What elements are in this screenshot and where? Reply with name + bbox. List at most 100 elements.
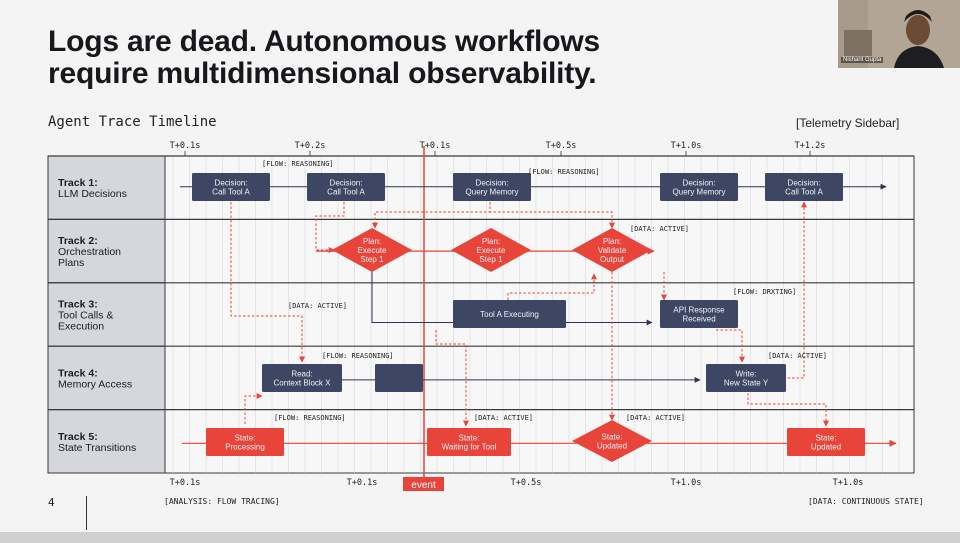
node-label: Call Tool A bbox=[212, 188, 250, 197]
dashed-connector bbox=[747, 393, 829, 427]
node-label: API Response bbox=[673, 306, 725, 315]
bottom-time-tick: T+1.0s bbox=[671, 478, 702, 488]
node-label: Received bbox=[682, 315, 715, 324]
track-label-cell bbox=[47, 345, 166, 411]
event-node bbox=[660, 173, 738, 201]
node-label: Output bbox=[600, 255, 625, 264]
track-description: Tool Calls & bbox=[58, 310, 113, 322]
footer-divider bbox=[86, 496, 87, 530]
track-title: Track 2: bbox=[58, 235, 98, 247]
track-label-cell bbox=[47, 218, 166, 284]
track-description: Plans bbox=[58, 257, 84, 269]
track-label-cell bbox=[47, 282, 166, 347]
bracket-tag: [FLOW: REASONING] bbox=[262, 160, 334, 168]
node-label: Decision: bbox=[788, 179, 821, 188]
dashed-connector bbox=[507, 273, 597, 300]
node-label: State: bbox=[235, 434, 256, 443]
top-time-tick: T+0.5s bbox=[546, 141, 577, 151]
state-node bbox=[427, 428, 511, 456]
track-title: Track 5: bbox=[58, 431, 98, 443]
bracket-tag: [DATA: ACTIVE] bbox=[288, 302, 347, 310]
node-label: Decision: bbox=[476, 179, 509, 188]
title-line-1: Logs are dead. Autonomous workflows bbox=[48, 25, 600, 58]
page-number: 4 bbox=[48, 496, 55, 509]
node-label: Execute bbox=[477, 246, 506, 255]
event-node bbox=[453, 173, 531, 201]
node-label: Query Memory bbox=[673, 188, 726, 197]
top-time-tick: T+1.0s bbox=[671, 141, 702, 151]
node-label: Step 1 bbox=[479, 255, 503, 264]
node-label: State: bbox=[602, 433, 623, 442]
event-node bbox=[262, 364, 342, 392]
track-title: Track 1: bbox=[58, 177, 98, 189]
node-label: Updated bbox=[811, 443, 841, 452]
node-label: Updated bbox=[597, 442, 627, 451]
event-node bbox=[660, 300, 738, 328]
event-node bbox=[375, 364, 423, 392]
node-label: Read: bbox=[291, 370, 312, 379]
event-node bbox=[307, 173, 385, 201]
event-marker-badge bbox=[403, 477, 444, 491]
state-node bbox=[206, 428, 284, 456]
title-line-2: require multidimensional observability. bbox=[48, 57, 597, 90]
node-label: Plan: bbox=[363, 237, 381, 246]
track-description: State Transitions bbox=[58, 442, 136, 454]
presenter-name: Nishant Gupta bbox=[841, 57, 884, 63]
state-node bbox=[787, 428, 865, 456]
track-description: Memory Access bbox=[58, 378, 132, 390]
node-label: Write: bbox=[736, 370, 757, 379]
node-label: Validate bbox=[598, 246, 627, 255]
node-label: Execute bbox=[358, 246, 387, 255]
top-time-tick: T+0.2s bbox=[295, 141, 326, 151]
node-label: Query Memory bbox=[466, 188, 519, 197]
node-label: Tool A Executing bbox=[480, 310, 539, 319]
dashed-connector bbox=[716, 329, 745, 363]
node-label: State: bbox=[459, 434, 480, 443]
dashed-connector bbox=[244, 393, 263, 424]
node-label: Decision: bbox=[330, 179, 363, 188]
footer-analysis-tag: [ANALYSIS: FLOW TRACING] bbox=[164, 497, 280, 506]
node-label: Decision: bbox=[215, 179, 248, 188]
track-description: Orchestration bbox=[58, 246, 121, 258]
top-time-tick: T+0.1s bbox=[170, 141, 201, 151]
event-node bbox=[192, 173, 270, 201]
dashed-connector bbox=[315, 202, 345, 253]
track-label-cell bbox=[47, 155, 166, 220]
dashed-connector bbox=[783, 201, 807, 379]
node-label: Plan: bbox=[603, 237, 621, 246]
track-description: Execution bbox=[58, 321, 104, 333]
bracket-tag: [DATA: ACTIVE] bbox=[768, 352, 827, 360]
bracket-tag: [FLOW: REASONING] bbox=[274, 414, 346, 422]
telemetry-sidebar-label: [Telemetry Sidebar] bbox=[796, 116, 900, 130]
track-title: Track 3: bbox=[58, 299, 98, 311]
dashed-connector bbox=[435, 330, 469, 427]
dashed-connector bbox=[489, 202, 615, 229]
track-description: LLM Decisions bbox=[58, 188, 127, 200]
event-node bbox=[706, 364, 786, 392]
event-node bbox=[453, 300, 566, 328]
bottom-time-tick: T+0.1s bbox=[347, 478, 378, 488]
bracket-tag: [D4TA: ACTIVE] bbox=[626, 414, 685, 422]
bracket-tag: [FLOW: DRXTING] bbox=[733, 288, 796, 296]
footer-data-tag: [DATA: CONTINUOUS STATE] bbox=[808, 497, 924, 506]
bracket-tag: [DATA: ACTIVE] bbox=[474, 414, 533, 422]
event-label: event bbox=[411, 480, 436, 491]
event-node bbox=[765, 173, 843, 201]
track-label-cell bbox=[47, 409, 166, 474]
bracket-tag: [DATA: ACTIVE] bbox=[630, 225, 689, 233]
node-label: Call Tool A bbox=[785, 188, 823, 197]
node-label: Decision: bbox=[683, 179, 716, 188]
video-bottom-bar bbox=[0, 532, 960, 543]
plan-diamond-node bbox=[332, 228, 412, 272]
node-label: Processing bbox=[225, 443, 265, 452]
bracket-tag: [FLOW: REASONING] bbox=[322, 352, 394, 360]
bottom-time-tick: T+1.0s bbox=[833, 478, 864, 488]
slide-title: Logs are dead. Autonomous workflows requ… bbox=[48, 26, 600, 90]
presenter-webcam bbox=[838, 0, 960, 68]
bottom-time-tick: T+0.5s bbox=[511, 478, 542, 488]
node-label: Waiting for Tool bbox=[442, 443, 497, 452]
diagram-subtitle: Agent Trace Timeline bbox=[48, 114, 217, 130]
top-time-tick: T+1.2s bbox=[795, 141, 826, 151]
node-label: Plan: bbox=[482, 237, 500, 246]
plan-diamond-node bbox=[572, 228, 652, 272]
